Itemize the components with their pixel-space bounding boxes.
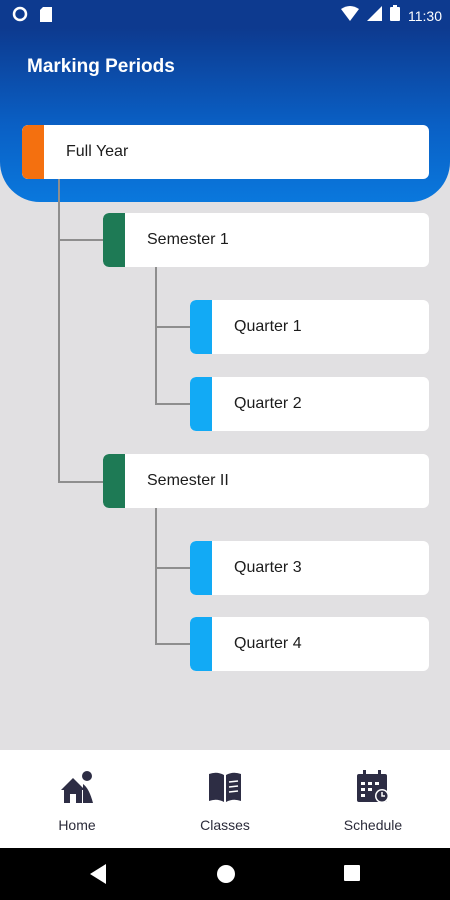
quarter-label: Quarter 3 — [234, 559, 302, 576]
status-bar-right: 11:30 — [341, 5, 442, 26]
nav-item-schedule[interactable]: Schedule — [318, 770, 428, 833]
nav-item-classes[interactable]: Classes — [170, 770, 280, 833]
tree-line-q3-branch — [155, 567, 191, 569]
nav-label-home: Home — [58, 817, 96, 833]
back-icon[interactable] — [89, 864, 107, 889]
nav-label-classes: Classes — [200, 817, 250, 833]
system-navigation-bar — [0, 848, 450, 900]
marking-period-quarter-2[interactable]: Quarter 2 — [190, 377, 429, 431]
tree-line-q2-branch — [155, 403, 191, 405]
nav-label-schedule: Schedule — [343, 817, 403, 833]
wifi-icon — [341, 5, 359, 26]
status-bar-left — [12, 6, 52, 27]
tree-line-main — [58, 179, 60, 483]
marking-period-quarter-4[interactable]: Quarter 4 — [190, 617, 429, 671]
tree-line-sem1-branch — [58, 239, 104, 241]
calendar-clock-icon — [355, 770, 391, 809]
quarter-label: Quarter 4 — [234, 635, 302, 652]
page-title: Marking Periods — [27, 56, 175, 77]
sd-card-icon — [40, 6, 52, 27]
semester-accent — [103, 213, 125, 267]
signal-icon — [367, 5, 382, 26]
nav-item-home[interactable]: Home — [22, 770, 132, 833]
battery-icon — [390, 5, 400, 26]
tree-line-sem1-vertical — [155, 267, 157, 405]
quarter-accent — [190, 300, 212, 354]
recents-icon[interactable] — [343, 864, 361, 887]
quarter-accent — [190, 617, 212, 671]
quarter-accent — [190, 377, 212, 431]
tree-line-sem2-branch — [58, 481, 104, 483]
book-icon — [207, 770, 243, 809]
status-bar: 11:30 — [0, 0, 450, 28]
marking-period-quarter-1[interactable]: Quarter 1 — [190, 300, 429, 354]
marking-period-quarter-3[interactable]: Quarter 3 — [190, 541, 429, 595]
marking-period-semester-2[interactable]: Semester II — [103, 454, 429, 508]
tree-line-q4-branch — [155, 643, 191, 645]
status-time: 11:30 — [408, 7, 442, 24]
semester-label: Semester II — [147, 472, 229, 489]
quarter-label: Quarter 2 — [234, 395, 302, 412]
full-year-label: Full Year — [66, 143, 129, 160]
marking-period-full-year[interactable]: Full Year — [22, 125, 429, 179]
quarter-label: Quarter 1 — [234, 318, 302, 335]
full-year-accent — [22, 125, 44, 179]
semester-label: Semester 1 — [147, 231, 229, 248]
tree-line-sem2-vertical — [155, 508, 157, 645]
home-circle-icon[interactable] — [216, 864, 236, 889]
bottom-navigation: Home Classes — [0, 750, 450, 848]
tree-line-q1-branch — [155, 326, 191, 328]
home-icon — [59, 770, 95, 809]
marking-period-semester-1[interactable]: Semester 1 — [103, 213, 429, 267]
circle-notification-icon — [12, 6, 28, 27]
semester-accent — [103, 454, 125, 508]
quarter-accent — [190, 541, 212, 595]
